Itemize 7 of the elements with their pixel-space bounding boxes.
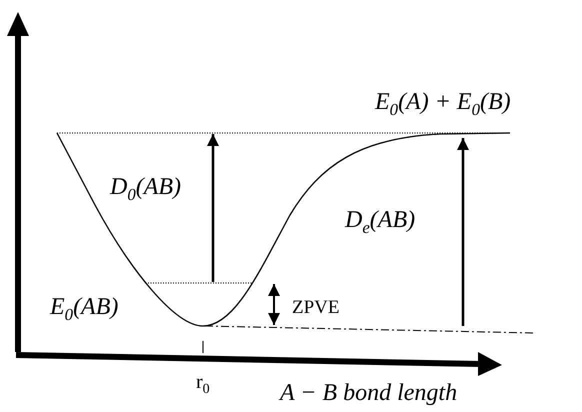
energy-label: E$_{0}$(A) + E$_{0}$(B) [375,90,511,119]
energy-label: E$_{0}$(AB) [50,295,118,324]
energy-label: D$_{0}$(AB) [110,175,182,204]
energy-label: ZPVE [292,298,340,317]
axis-title: A − B bond length [280,381,458,405]
energy-label: D$_{e}$(AB) [345,208,416,237]
tick-label: r$_{0}$ [196,372,210,397]
